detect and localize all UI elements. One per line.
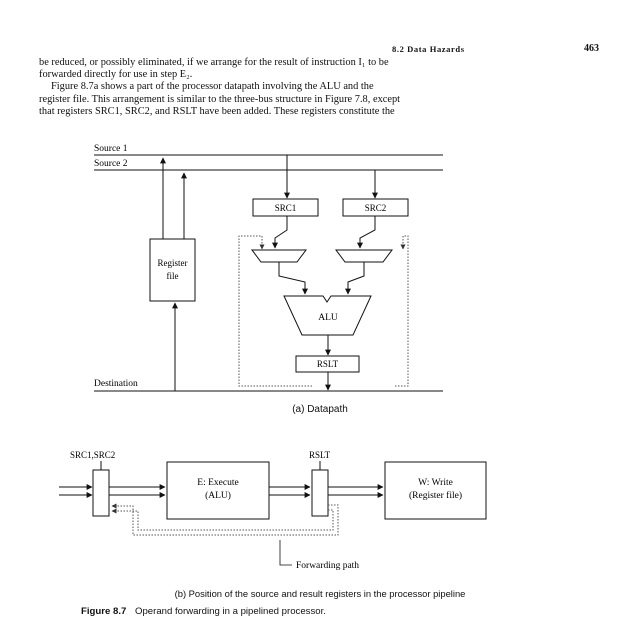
body-line-3: Figure 8.7a shows a part of the processo… [51, 81, 374, 93]
alu-label: ALU [318, 313, 338, 323]
register-file-box [149, 238, 196, 302]
src-regs-label: SRC1,SRC2 [70, 450, 115, 460]
subcaption-pipeline: (b) Position of the source and result re… [174, 588, 466, 599]
source2-label: Source 2 [94, 159, 128, 169]
figure-caption-label: Figure 8.7 [81, 606, 127, 617]
destination-label: Destination [94, 379, 138, 389]
body-line-5: that registers SRC1, SRC2, and RSLT have… [39, 105, 395, 117]
subcaption-datapath: (a) Datapath [292, 404, 348, 415]
register-file-label-1: Register [158, 258, 188, 268]
register-file-label-2: file [167, 271, 179, 281]
execute-stage-box [166, 461, 270, 520]
figure-caption-text: Operand forwarding in a pipelined proces… [135, 606, 326, 617]
alu-block [283, 295, 372, 336]
source1-label: Source 1 [94, 144, 128, 154]
execute-label-1: E: Execute [197, 478, 238, 488]
figure-caption: Figure 8.7 Operand forwarding in a pipel… [81, 606, 326, 617]
page-number: 463 [584, 43, 599, 54]
body-paragraph: be reduced, or possibly eliminated, if w… [39, 57, 604, 118]
mux-left [251, 249, 307, 263]
rslt-regs-label: RSLT [309, 450, 331, 460]
src-pipeline-register [92, 469, 110, 517]
section-header: 8.2 Data Hazards [392, 44, 465, 54]
body-line-2: forwarded directly for use in step E₂. [39, 69, 193, 81]
section-title: 8.2 Data Hazards [392, 44, 465, 54]
execute-label-2: (ALU) [205, 490, 231, 501]
mux-right [335, 249, 393, 263]
write-stage-box [384, 461, 487, 520]
body-line-4: register file. This arrangement is simil… [39, 93, 401, 105]
body-line-1: be reduced, or possibly eliminated, if w… [39, 57, 389, 68]
write-label-1: W: Write [418, 478, 453, 488]
src1-label: SRC1 [275, 203, 297, 213]
forwarding-path-label: Forwarding path [296, 561, 359, 571]
src1-register [252, 198, 319, 217]
rslt-pipeline-register [311, 469, 329, 517]
rslt-label: RSLT [317, 359, 339, 369]
write-label-2: (Register file) [409, 490, 462, 501]
src2-label: SRC2 [365, 203, 387, 213]
